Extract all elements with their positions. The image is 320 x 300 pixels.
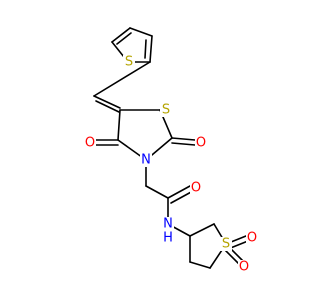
atom-o-amide: O <box>190 181 202 196</box>
atom-s-ring: S <box>160 103 172 118</box>
atom-label-o-sulfone-1: O <box>247 231 257 246</box>
structure-svg: S S O O N O N H S <box>84 27 258 275</box>
atom-o-2: O <box>195 136 207 151</box>
atom-s-thiophene: S <box>123 55 135 70</box>
atom-label-n-amide: N <box>163 217 173 232</box>
bond-c2-o <box>171 137 196 141</box>
methylidene-linkage <box>93 61 151 113</box>
atom-label-h-amide: H <box>163 231 173 246</box>
ring-carbonyls <box>95 137 196 146</box>
atom-o-sulfone-2: O <box>238 260 250 275</box>
bond-vinyl-c5ring-double <box>95 100 120 113</box>
bond-c-o-double <box>170 190 194 204</box>
atom-label-o-2: O <box>196 136 206 151</box>
bond-thio-c3-c4 <box>129 27 153 37</box>
bond-c-o <box>167 185 191 199</box>
bond-c2-o-double <box>171 142 196 146</box>
atom-label-o-4: O <box>85 136 95 151</box>
atom-label-n-3: N <box>141 153 151 168</box>
atom-label-s-ring: S <box>162 103 170 118</box>
thiophene-ring <box>111 27 153 63</box>
bond-thio-c2-c3 <box>111 27 131 43</box>
atom-s-sulfone: S <box>220 237 232 252</box>
atom-label-s-sulfone: S <box>222 237 230 252</box>
molecule-structure-diagram: S S O O N O N H S <box>84 27 258 275</box>
bond-c3-c2 <box>189 223 215 237</box>
bond-c5-vinyl <box>93 61 151 97</box>
bond-c4-c5 <box>117 109 121 141</box>
bond-thio-c2-c3-inner <box>116 32 132 45</box>
bond-vinyl-c5ring <box>93 95 121 109</box>
atom-o-4: O <box>84 136 96 151</box>
atom-o-sulfone-1: O <box>246 231 258 246</box>
atom-label-s-thiophene: S <box>125 55 133 70</box>
bond-ch2-c <box>145 185 169 199</box>
atom-nh-amide: N H <box>162 217 174 246</box>
atom-label-o-amide: O <box>191 181 201 196</box>
atom-label-o-sulfone-2: O <box>239 260 249 275</box>
bond-c5-c4 <box>189 261 211 269</box>
atom-labels: S S O O N O N H S <box>84 55 258 275</box>
bond-thio-c4-c5 <box>149 35 153 63</box>
bond-thio-c4-c5-inner <box>144 39 147 59</box>
atom-n-3: N <box>140 153 152 168</box>
